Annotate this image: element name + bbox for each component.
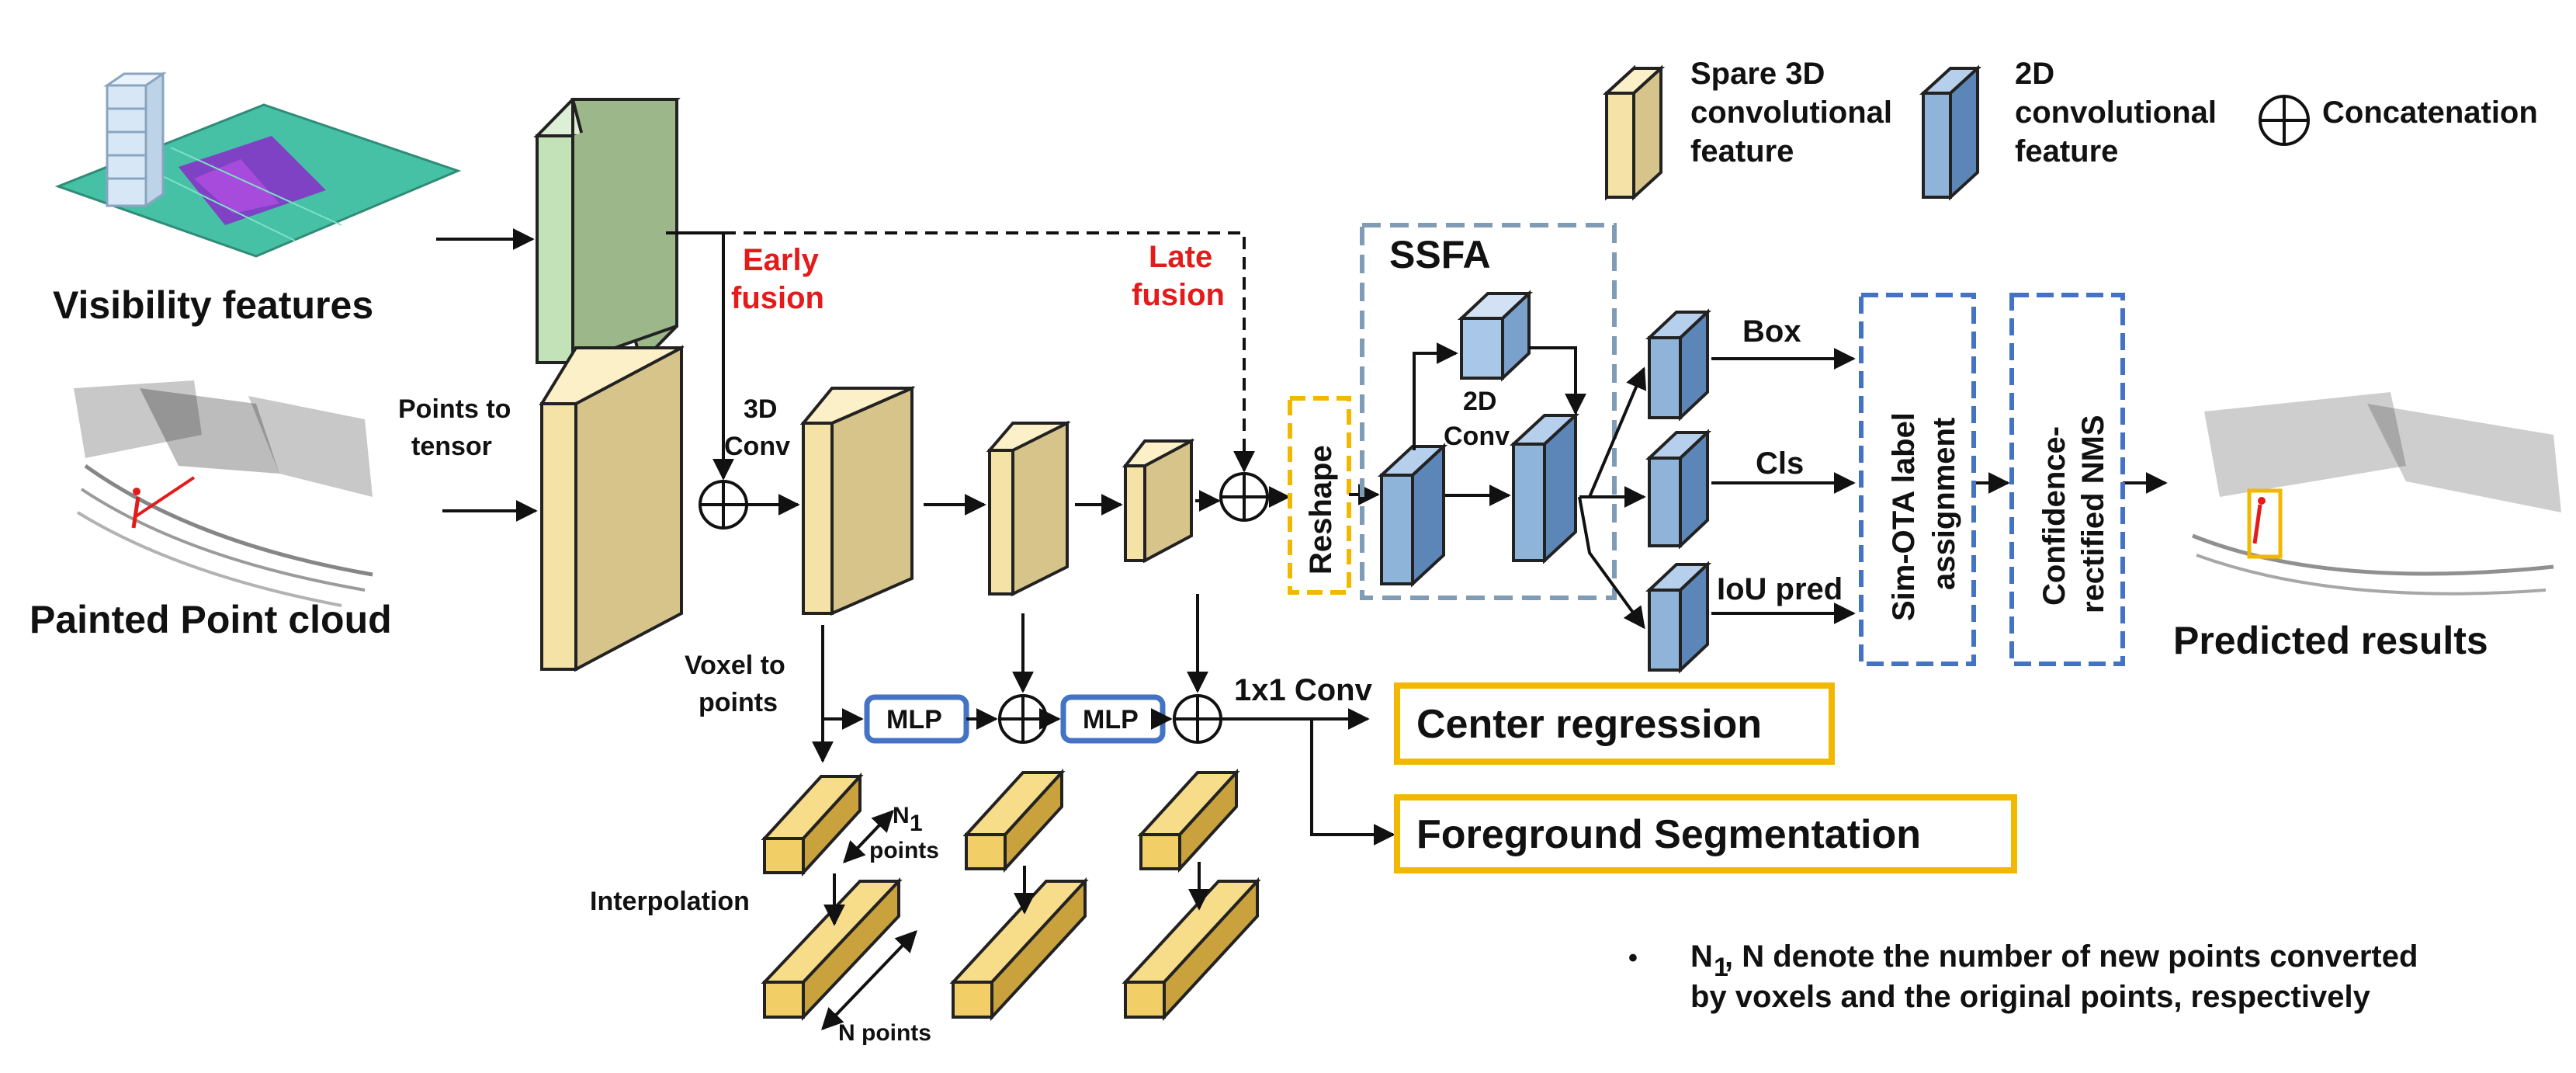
mlp-label-1: MLP: [886, 705, 942, 734]
voxel-column-icon: [103, 71, 167, 208]
point-cloud-label: Painted Point cloud: [29, 598, 392, 641]
point-cloud-image: [68, 365, 379, 607]
ssfa-label: SSFA: [1389, 233, 1491, 276]
sparse3d-block-1: [539, 345, 685, 672]
conv1x1-label: 1x1 Conv: [1234, 673, 1373, 707]
ssfa-conv2d-line2: Conv: [1444, 422, 1510, 451]
concat-point-2-icon: [1173, 694, 1222, 744]
segmentation-box: Foreground Segmentation: [1394, 794, 2017, 873]
concat-point-1-icon: [998, 694, 1048, 744]
visibility-feature-block: [533, 98, 681, 366]
center-regression-label: Center regression: [1416, 702, 1762, 747]
sim-ota-box: Sim-OTA label assignment: [1859, 293, 1976, 666]
point-feature-n1-3: [1137, 768, 1240, 873]
late-fusion-line1: Late: [1149, 240, 1212, 274]
interpolation-label: Interpolation: [590, 887, 750, 916]
voxel-to-points-line1: Voxel to: [685, 651, 785, 680]
concat-late-icon: [1219, 472, 1269, 522]
legend-sparse3d-line2: convolutional: [1690, 95, 1892, 130]
ssfa-arrows: [1413, 342, 1586, 506]
nms-line2: rectified NMS: [2076, 415, 2110, 613]
sparse3d-block-4: [1122, 438, 1195, 564]
legend-conv2d-line2: convolutional: [2015, 95, 2217, 130]
point-feature-n-2: [949, 877, 1089, 1022]
legend-conv2d-line1: 2D: [2015, 57, 2054, 91]
predicted-point-cloud-image: [2181, 380, 2565, 598]
early-fusion-line2: fusion: [731, 281, 824, 315]
segmentation-label: Foreground Segmentation: [1416, 812, 1921, 857]
center-regression-box: Center regression: [1394, 682, 1835, 765]
head-cls-feature: [1645, 429, 1712, 550]
early-fusion-line1: Early: [743, 243, 820, 277]
backbone-arrows: [436, 228, 1291, 522]
voxel-to-points-line2: points: [699, 688, 778, 717]
ssfa-conv2d-right: [1509, 411, 1580, 564]
mlp-box-2: MLP: [1060, 694, 1166, 744]
cls-label: Cls: [1756, 446, 1804, 481]
sparse3d-block-3: [986, 420, 1071, 597]
nms-box: Confidence- rectified NMS: [2009, 293, 2125, 666]
point-feature-n1-1: [761, 772, 864, 877]
sim-ota-line1: Sim-OTA label: [1887, 412, 1921, 621]
point-feature-n-1: [761, 877, 903, 1022]
footnote-line1: , N denote the number of new points conv…: [1725, 939, 2418, 974]
mlp-label-2: MLP: [1083, 705, 1139, 734]
visibility-map-image: [54, 71, 462, 258]
legend-concat-icon: [2259, 95, 2310, 146]
conv3d-line2: Conv: [724, 432, 790, 461]
ssfa-conv2d-left: [1377, 443, 1448, 588]
points-to-tensor-line2: tensor: [411, 432, 492, 461]
footnote-line2: by voxels and the original points, respe…: [1690, 980, 2371, 1014]
legend: Spare 3D convolutional feature 2D convol…: [1602, 57, 2538, 201]
head-box-feature: [1645, 308, 1712, 422]
footnote-bullet: •: [1628, 943, 1638, 973]
footnote-n1: N: [1690, 939, 1713, 974]
reshape-label: Reshape: [1304, 445, 1338, 575]
n-points-label: N points: [838, 1020, 931, 1046]
reshape-box: Reshape: [1288, 396, 1351, 595]
n1-symbol: N: [893, 803, 910, 828]
legend-conv2d-swatch: [1919, 64, 1982, 201]
mlp-box-1: MLP: [864, 694, 969, 744]
n1-subscript: 1: [910, 811, 923, 836]
ssfa-box: [1360, 223, 1617, 600]
point-feature-n1-2: [962, 768, 1066, 873]
legend-concat-label: Concatenation: [2322, 95, 2538, 130]
predicted-label: Predicted results: [2173, 619, 2488, 662]
sparse3d-block-2: [799, 385, 916, 616]
late-fusion-line2: fusion: [1132, 278, 1225, 312]
legend-sparse3d-swatch: [1602, 64, 1666, 201]
interpolation-arrows: [821, 809, 1210, 1031]
head-iou-feature: [1645, 561, 1712, 674]
n1-points-label: points: [869, 838, 939, 863]
sim-ota-line2: assignment: [1927, 418, 1961, 590]
head-arrows: [1578, 348, 2168, 630]
ssfa-conv2d-top: [1457, 290, 1534, 382]
footnote: • N 1 , N denote the number of new point…: [1628, 939, 2418, 1014]
point-branch-arrows: [812, 594, 1395, 846]
visibility-label: Visibility features: [53, 283, 373, 327]
box-label: Box: [1742, 314, 1801, 349]
legend-conv2d-line3: feature: [2015, 134, 2118, 168]
nms-line1: Confidence-: [2037, 426, 2072, 606]
ssfa-conv2d-line1: 2D: [1463, 387, 1496, 416]
prediction-bbox: [2247, 488, 2283, 559]
points-to-tensor-line1: Points to: [398, 394, 511, 424]
conv3d-line1: 3D: [744, 394, 777, 424]
concat-early-icon: [699, 480, 748, 530]
legend-sparse3d-line3: feature: [1690, 134, 1794, 168]
footnote-n1-sub: 1: [1714, 953, 1728, 982]
iou-label: IoU pred: [1717, 572, 1843, 606]
legend-sparse3d-line1: Spare 3D: [1690, 57, 1825, 91]
point-feature-n-3: [1122, 877, 1261, 1022]
